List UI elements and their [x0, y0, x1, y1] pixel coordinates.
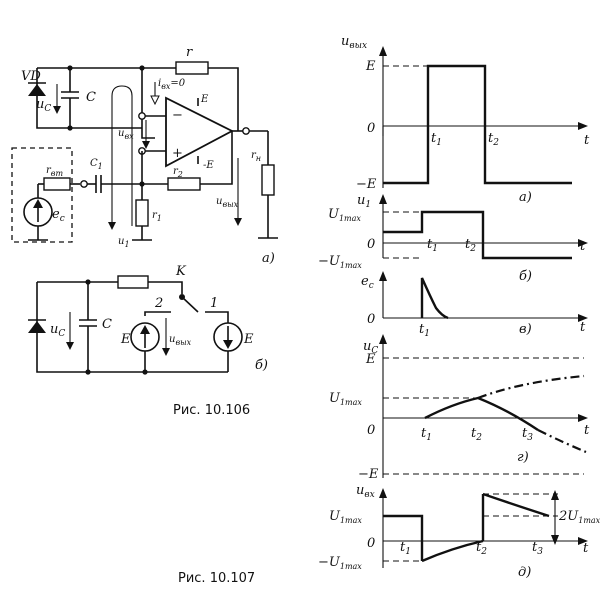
panel-b-tick-0: 0: [367, 237, 375, 252]
rbt-label: rвт: [46, 165, 63, 178]
timing-diagrams: uвых E 0 −E t1 t2 t а) u1 U1max 0 −U1max…: [318, 34, 601, 580]
panel-d-tick-u: U1max: [329, 509, 362, 525]
panel-g-tick-e: E: [365, 352, 376, 367]
panel-b-t1: t1: [427, 237, 438, 254]
opamp-minus-label: −: [172, 108, 183, 123]
panel-a-tick-minus-e: −E: [356, 177, 377, 192]
panel-a: uвых E 0 −E t1 t2 t а): [341, 34, 590, 205]
u1-label: u1: [118, 236, 130, 249]
panel-a-letter: а): [519, 190, 532, 205]
panel-g-fall-curve: [537, 429, 587, 454]
resistor-rn: [261, 164, 275, 196]
supply-minus-e: -E: [203, 160, 214, 171]
panel-g-ylabel: uC: [363, 339, 378, 356]
panel-a-tick-0: 0: [367, 121, 375, 136]
r-top-label: r: [186, 45, 193, 60]
panel-b-tick-minus-u: −U1max: [318, 254, 362, 270]
panel-b-ylabel: u1: [357, 193, 371, 210]
rn-label: rн: [251, 150, 261, 163]
vd-label: VD: [21, 69, 41, 84]
panel-b-letter: б): [519, 269, 532, 284]
c1-label: C1: [90, 158, 103, 171]
panel-a-t1: t1: [431, 131, 442, 148]
switch-k-label: K: [175, 264, 187, 279]
r2-label: r2: [173, 166, 183, 179]
panel-v-ylabel: ec: [361, 274, 374, 291]
panel-b-axis-t: t: [580, 239, 586, 254]
e-right-label: E: [243, 332, 254, 347]
subfig-b-letter: б): [255, 358, 268, 373]
panel-b: u1 U1max 0 −U1max t1 t2 t б): [318, 193, 588, 284]
opamp: − +: [165, 96, 234, 168]
panel-a-ylabel: uвых: [341, 34, 367, 51]
panel-g-tick-0: 0: [367, 423, 375, 438]
panel-d-tick-0: 0: [367, 536, 375, 551]
panel-d-t2: t2: [476, 540, 487, 557]
panel-d-axis-t: t: [583, 541, 589, 556]
switch-k: [181, 296, 199, 313]
ibx-label: iвх=0: [158, 78, 186, 91]
panel-d-decay: [482, 492, 550, 518]
schematic-b: K uC C E 2 E 1 uвых: [28, 264, 268, 375]
e-left-label: E: [120, 332, 131, 347]
uc-b-label: uC: [50, 322, 65, 339]
ubx-label: uвх: [118, 128, 134, 141]
panel-g-tick-minus-e: −E: [358, 467, 379, 482]
panel-b-tick-u: U1max: [328, 207, 361, 223]
resistor-r-top: [175, 61, 209, 75]
panel-b-t2: t2: [465, 237, 476, 254]
panel-d-annotation: 2U1max: [558, 509, 601, 525]
panel-v-t1: t1: [419, 322, 430, 339]
panel-d-tick-minus-u: −U1max: [318, 555, 362, 571]
c-label: C: [86, 90, 96, 105]
r1-label: r1: [152, 210, 162, 223]
panel-g-axis-t: t: [584, 423, 590, 438]
resistor-rbt: [43, 177, 71, 191]
ubix-label: uвых: [216, 196, 239, 209]
c-b-label: C: [102, 317, 112, 332]
resistor-r1: [135, 199, 149, 227]
panel-a-tick-e: E: [365, 59, 376, 74]
ubix-b-label: uвых: [169, 334, 192, 347]
panel-g-letter: г): [517, 450, 529, 465]
opamp-plus-label: +: [172, 146, 183, 161]
panel-d-rise: [421, 539, 484, 563]
panel-a-t2: t2: [488, 131, 499, 148]
uc-label: uC: [36, 97, 51, 114]
panel-g-rise-curve: [477, 374, 585, 400]
caption-fig106: Рис. 10.106: [173, 403, 250, 418]
switch-pos-1: 1: [210, 296, 218, 311]
u1-loop: [111, 85, 133, 226]
panel-g-tick-u: U1max: [329, 391, 362, 407]
panel-d: 2U1max uвх U1max 0 −U1max t1 t2 t3 t д): [318, 483, 601, 580]
panel-g-t1: t1: [421, 426, 432, 443]
panel-v-letter: в): [519, 322, 532, 337]
source-dashed-box: [11, 147, 73, 243]
panel-g-t3: t3: [522, 426, 533, 443]
diode-vd: [28, 82, 46, 96]
panel-a-axis-t: t: [584, 133, 590, 148]
panel-g-t2: t2: [471, 426, 482, 443]
switch-pos-2: 2: [154, 296, 163, 311]
panel-d-letter: д): [518, 565, 531, 580]
subfig-a-letter: а): [262, 251, 275, 266]
panel-v-tick-0: 0: [367, 312, 375, 327]
panel-d-t3: t3: [532, 540, 543, 557]
schematic-a: − + E -E iвх=0 uвх rн uвых: [11, 45, 278, 266]
panel-v-axis-t: t: [580, 320, 586, 335]
resistor-r2: [167, 177, 201, 191]
panel-v: ec 0 t1 t в): [361, 271, 588, 339]
supply-plus-e: E: [200, 94, 209, 105]
resistor-r-b: [117, 275, 149, 289]
panel-d-ylabel: uвх: [356, 483, 375, 500]
caption-fig107: Рис. 10.107: [178, 571, 255, 586]
panel-v-spike: [420, 277, 449, 320]
panel-g: uC E U1max 0 −E t1 t2 t3 t г): [329, 334, 590, 482]
panel-d-t1: t1: [400, 540, 411, 557]
ec-label: ec: [52, 207, 65, 224]
